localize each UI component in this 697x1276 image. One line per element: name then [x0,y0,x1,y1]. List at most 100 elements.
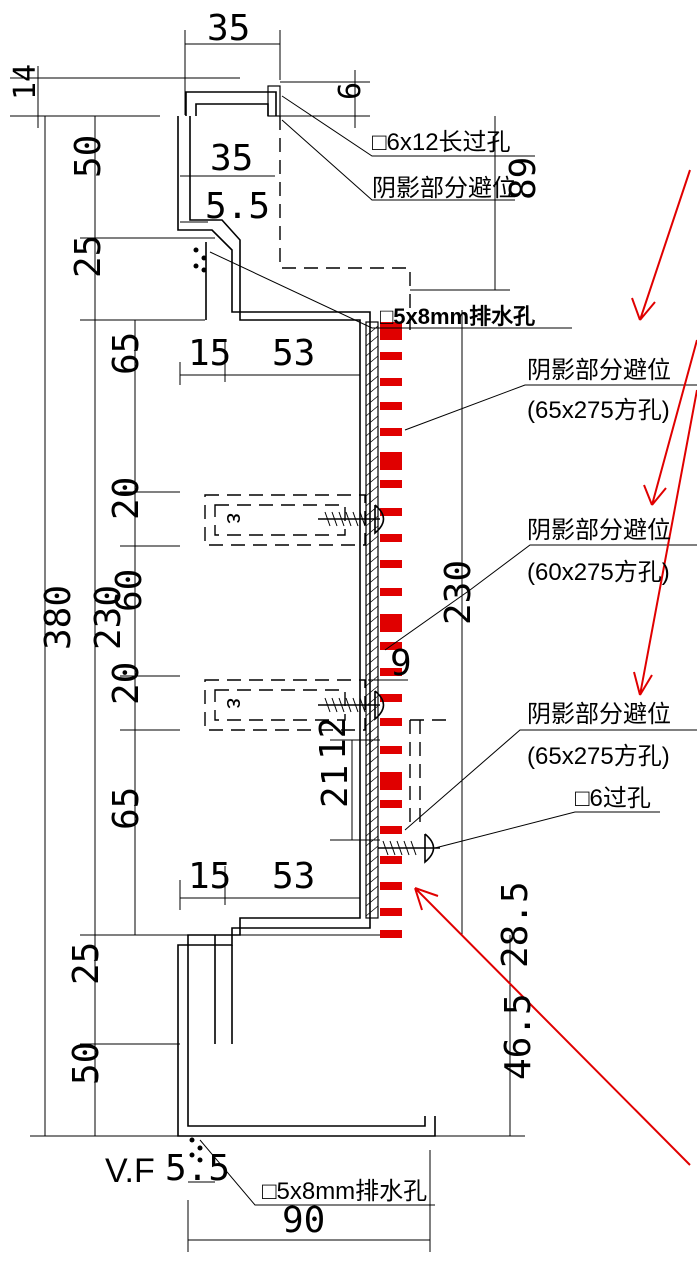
dim-lip-height: 6 [333,82,368,100]
hatch-line [365,825,379,837]
note-shadow-clear-top: 阴影部分避位 [372,175,516,202]
note-drain-bottom: □5x8mm排水孔 [262,1178,427,1205]
red-clearance-block [380,908,402,916]
hatch-line [365,685,379,697]
red-clearance-block [380,882,402,890]
svg-text:ε: ε [221,698,248,709]
slot-hole-hatch [267,85,281,117]
red-clearance-block [380,856,402,864]
hatch-line [365,555,379,567]
note-clear-3: 阴影部分避位 [527,701,671,728]
dim-seg-top: 65 [106,332,147,375]
hatch-line [365,395,379,407]
dim-small-gap: 9 [390,643,412,684]
view-mark: V.F [105,1152,155,1190]
hatch-line [365,375,379,387]
annotation-notes: □6x12长过孔 阴影部分避位 □5x8mm排水孔 阴影部分避位 (65x275… [105,129,671,1205]
hatch-line [365,595,379,607]
dim-lower-return: 50 [66,1042,107,1085]
hatch-line [365,545,379,557]
hatch-line [365,445,379,457]
hatch-line [365,805,379,817]
svg-text:ε: ε [221,513,248,524]
hatch-line [365,795,379,807]
hatch-line [365,765,379,777]
note-slot-hole: □6x12长过孔 [372,129,511,156]
hatch-line [365,385,379,397]
dim-right-height: 230 [438,560,479,625]
hatch-line [365,865,379,877]
hatch-line [365,845,379,857]
hatch-line [365,535,379,547]
red-clearance-block [380,428,402,436]
hatch-line [365,815,379,827]
red-clearance-block [380,402,402,410]
red-clearance-block [380,480,402,488]
hatch-line [365,565,379,577]
dim-gap: 5.5 [205,186,270,227]
red-clearance-block [380,352,402,360]
drain-drops-bottom [189,1137,203,1163]
red-clearance-block [380,826,402,834]
hatch-line [365,435,379,447]
red-clearance-block [380,746,402,754]
hatch-line [365,855,379,867]
hatch-line [365,725,379,737]
hatch-line [365,705,379,717]
hatch-line [365,905,379,917]
dim-flange-bot-a: 15 [188,856,231,897]
aluminium-profile [177,85,436,1137]
hatch-line [365,415,379,427]
dim-right-lower-b: 46.5 [498,993,539,1080]
red-clearance-block [380,694,402,702]
red-clearance-block [380,588,402,596]
hatch-line [365,875,379,887]
dim-flange-top-a: 15 [188,333,231,374]
note-clear-1-size: (65x275方孔) [527,397,670,424]
dim-flange-top-b: 53 [272,333,315,374]
note-pass-hole: □6过孔 [575,785,651,812]
hatch-line [365,485,379,497]
red-clearance-block [380,800,402,808]
hatch-line [365,515,379,527]
dimension-lines [10,30,525,1252]
hatch-line [365,575,379,587]
dim-right-lower-a: 28.5 [495,881,536,968]
note-clear-2: 阴影部分避位 [527,517,671,544]
hatch-line [365,455,379,467]
leader-lines [199,95,697,1206]
hatch-line [365,745,379,757]
hatch-line [365,885,379,897]
hatch-line [365,655,379,667]
note-clear-3-size: (65x275方孔) [527,743,670,770]
hatch-strip [365,325,379,917]
drain-drops-top [193,247,207,273]
red-clearance-block [380,772,402,790]
dim-top-offset: 14 [8,64,43,100]
dim-upper-return: 50 [68,135,109,178]
dim-lower-step: 25 [66,942,107,985]
hatch-line [365,635,379,647]
hatch-line [365,495,379,507]
red-clearance-block [380,534,402,542]
hatch-line [365,525,379,537]
hatch-line [365,335,379,347]
hatch-line [365,735,379,747]
hatch-line [365,355,379,367]
note-drain-top: □5x8mm排水孔 [380,304,535,329]
hatch-line [365,605,379,617]
screw-lower [318,690,385,721]
red-clearance-block [380,930,402,938]
clip-bracket-upper: ε [204,494,366,546]
dim-top-width: 35 [207,8,250,49]
red-clearance-block [380,718,402,726]
dim-screw-spacing: 21 [315,765,356,808]
hatch-line [365,345,379,357]
dim-upper-step: 25 [68,235,109,278]
red-clearance-marks [380,322,402,938]
hatch-line [365,615,379,627]
red-clearance-block [380,452,402,470]
hatch-line [365,505,379,517]
note-clear-2-size: (60x275方孔) [527,559,670,586]
